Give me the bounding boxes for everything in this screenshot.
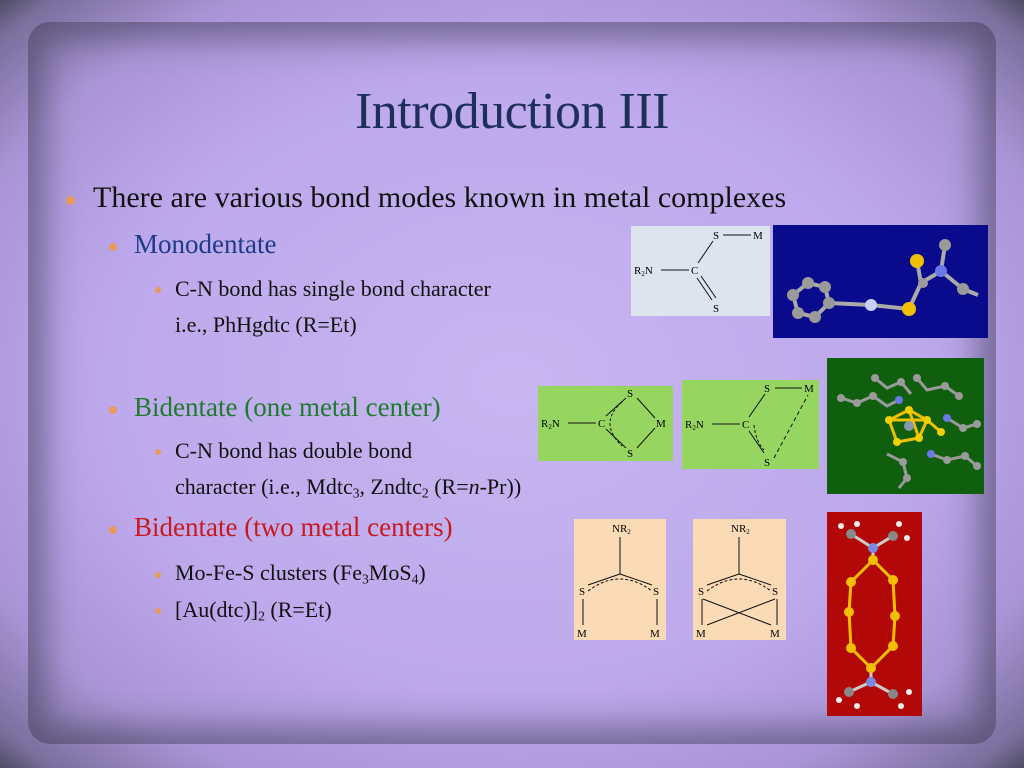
bidentate-one-heading: Bidentate (one metal center) [134,392,441,422]
anisobidentate-structure-svg: R2N C S M S [685,383,814,469]
svg-text:S: S [772,586,778,598]
bridging-structure-a-svg: NR2 S S M M [577,523,660,640]
bullet-dot [109,243,117,251]
bullet-dot [155,572,161,578]
anisobidentate-structure: R2N C S M S [682,380,819,469]
phhgdtc-model-svg [787,239,979,323]
bridging-structure-b: NR2 S S M M [693,519,786,640]
zndtc-molecular-model [827,358,984,494]
slide-title: Introduction III [354,83,670,140]
svg-text:C: C [598,418,605,430]
phhgdtc-molecular-model [773,225,988,338]
svg-text:M: M [804,383,814,395]
bidentate-one-line-1: C-N bond has double bond [175,438,413,463]
monodentate-line-2: i.e., PhHgdtc (R=Et) [175,312,357,337]
svg-text:S: S [764,457,770,469]
chelate-structure: R2N C S S M [538,386,673,461]
svg-text:M: M [753,230,763,242]
svg-text:S: S [579,586,585,598]
bidentate-two-heading: Bidentate (two metal centers) [134,512,453,542]
svg-text:C: C [691,265,698,277]
svg-text:R2N: R2N [634,265,653,278]
svg-text:NR2: NR2 [612,523,631,536]
svg-text:NR2: NR2 [731,523,750,536]
svg-text:M: M [770,628,780,640]
svg-text:R2N: R2N [685,419,704,432]
svg-text:S: S [713,230,719,242]
au-dtc-molecular-model [827,512,922,716]
bullet-dot [155,287,161,293]
svg-text:S: S [627,388,633,400]
svg-text:M: M [696,628,706,640]
zndtc-model-svg [837,374,981,489]
au-dtc-model-svg [836,521,912,709]
bridging-structure-a: NR2 S S M M [574,519,666,640]
monodentate-line-1: C-N bond has single bond character [175,276,491,301]
au-dtc-dimer: [Au(dtc)]2 (R=Et) [175,597,332,624]
bullet-dot [155,449,161,455]
monodentate-heading: Monodentate [134,229,277,259]
bullet-dot [66,196,75,205]
svg-text:M: M [577,628,587,640]
bullet-bond-modes: There are various bond modes known in me… [93,181,787,214]
monodentate-structure: R2N C S M S [631,226,770,316]
bridging-structure-b-svg: NR2 S S M M [696,523,780,640]
svg-text:S: S [653,586,659,598]
svg-text:S: S [698,586,704,598]
svg-text:S: S [627,448,633,460]
monodentate-structure-svg: R2N C S M S [634,230,763,315]
svg-text:S: S [713,303,719,315]
bidentate-one-line-2: character (i.e., Mdtc3, Zndtc2 (R=n-Pr)) [175,474,522,501]
svg-text:S: S [764,383,770,395]
mo-fe-s-clusters: Mo-Fe-S clusters (Fe3MoS4) [175,560,426,587]
svg-text:C: C [742,419,749,431]
bullet-dot [109,526,117,534]
bullet-dot [155,608,161,614]
svg-text:M: M [650,628,660,640]
bullet-dot [109,406,117,414]
svg-text:R2N: R2N [541,418,560,431]
chelate-structure-svg: R2N C S S M [541,388,666,460]
svg-text:M: M [656,418,666,430]
